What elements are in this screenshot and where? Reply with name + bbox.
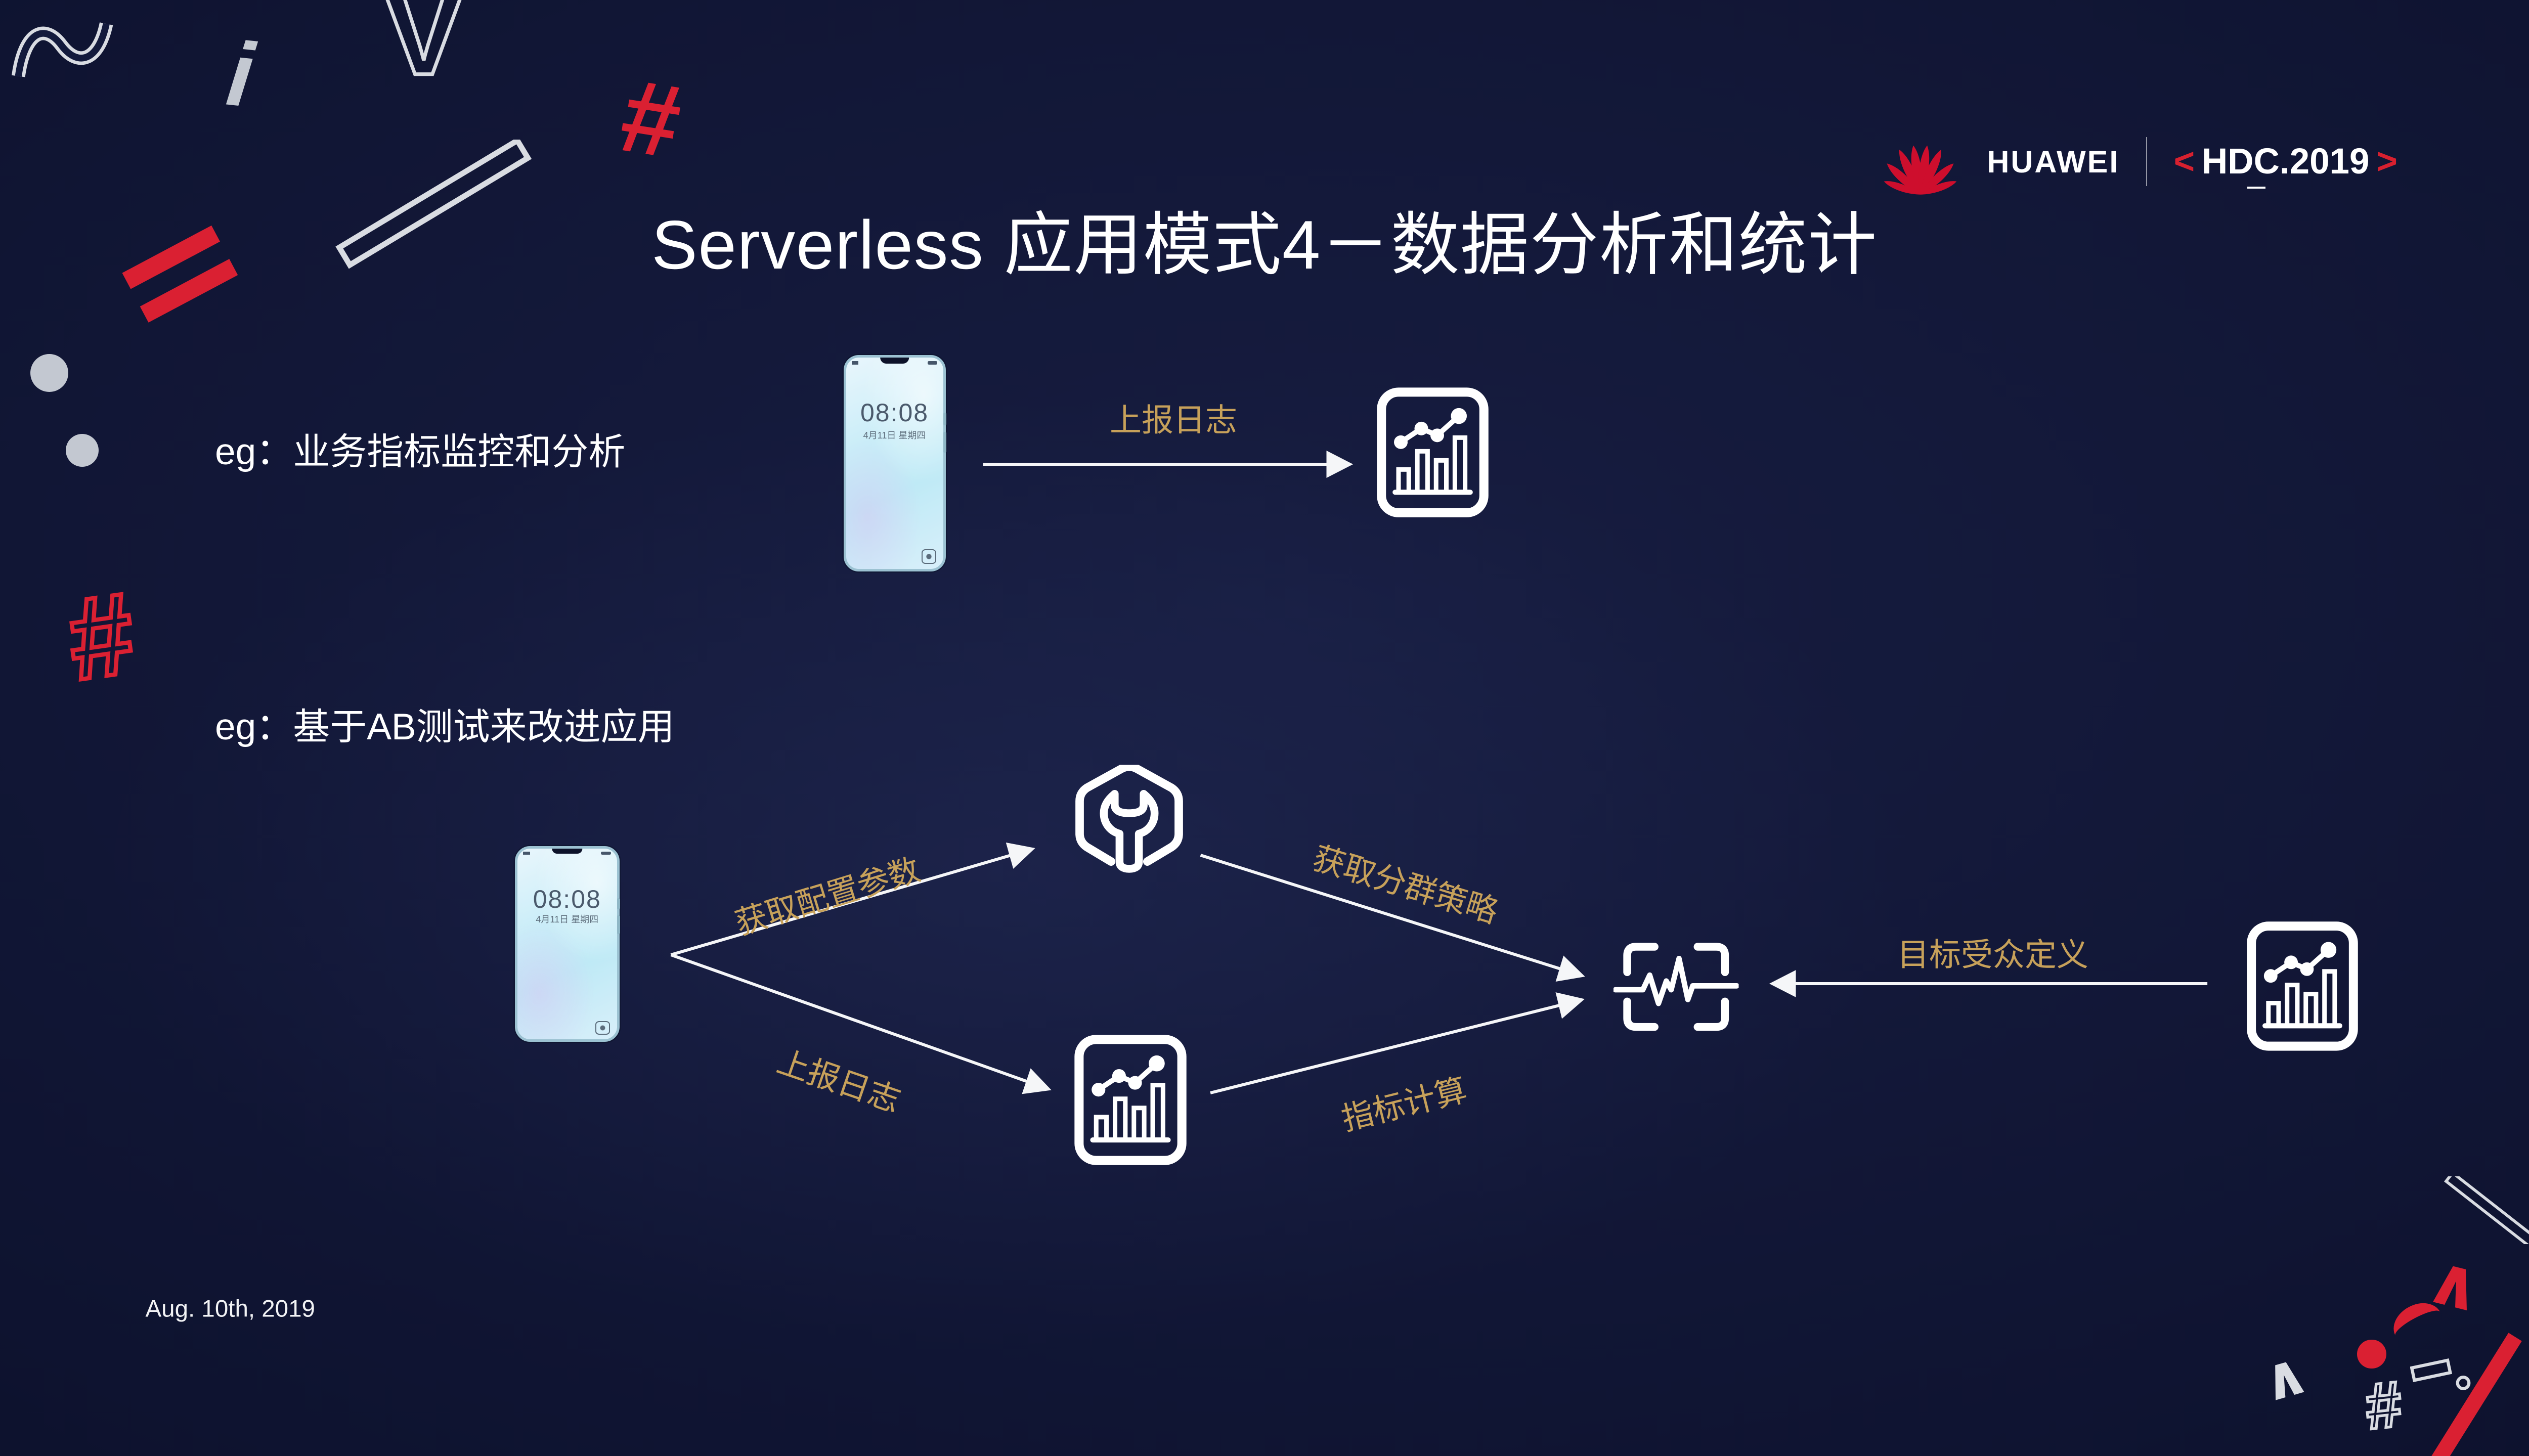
header-brand: HUAWEI < HDC.2019 >	[1880, 129, 2397, 194]
phone-date: 4月11日 星期四	[863, 430, 926, 441]
phone-side-button	[617, 915, 621, 935]
signal-icon	[852, 361, 859, 365]
arrow-report-logs-2	[670, 953, 1052, 1094]
arrow-metric-calc	[1210, 992, 1585, 1094]
analytics-chart-icon	[1072, 1034, 1189, 1166]
arrow-get-segment	[1200, 854, 1585, 982]
header-divider	[2146, 137, 2148, 187]
phone-date: 4月11日 星期四	[536, 914, 599, 925]
analytics-chart-icon	[1376, 384, 1490, 520]
hdc-close-bracket: >	[2376, 142, 2397, 182]
phone-side-button	[617, 898, 621, 910]
hdc-text: HDC.2019	[2202, 141, 2370, 189]
hdc-2019-logo: < HDC.2019 >	[2173, 141, 2397, 189]
phone-side-button	[943, 431, 946, 453]
hdc-underscore	[2247, 186, 2265, 189]
hdc-open-bracket: <	[2173, 142, 2195, 182]
arrow-get-config	[670, 842, 1035, 956]
pulse-brackets-icon	[1614, 928, 1739, 1046]
flow-label-audience: 目标受众定义	[1897, 937, 2088, 973]
example1-label: eg：业务指标监控和分析	[215, 431, 626, 472]
phone-illustration: 08:08 4月11日 星期四	[514, 846, 621, 1042]
example2-label: eg：基于AB测试来改进应用	[215, 706, 675, 747]
phone-side-button	[943, 413, 946, 426]
huawei-wordmark: HUAWEI	[1987, 144, 2120, 179]
phone-notch	[552, 848, 582, 854]
flow-label-report-logs-1: 上报日志	[1110, 403, 1237, 438]
wrench-hexagon-icon	[1069, 764, 1190, 879]
battery-icon	[927, 361, 937, 365]
signal-icon	[523, 851, 531, 855]
phone-time: 08:08	[860, 398, 929, 427]
battery-icon	[601, 851, 612, 855]
slide-title: Serverless 应用模式4－数据分析和统计	[651, 206, 1878, 284]
camera-icon	[922, 549, 937, 564]
analytics-chart-icon	[2246, 916, 2359, 1056]
phone-notch	[880, 358, 909, 364]
camera-icon	[595, 1021, 611, 1035]
slide-date: Aug. 10th, 2019	[145, 1295, 315, 1322]
phone-time: 08:08	[533, 885, 601, 914]
phone-illustration: 08:08 4月11日 星期四	[843, 355, 946, 571]
